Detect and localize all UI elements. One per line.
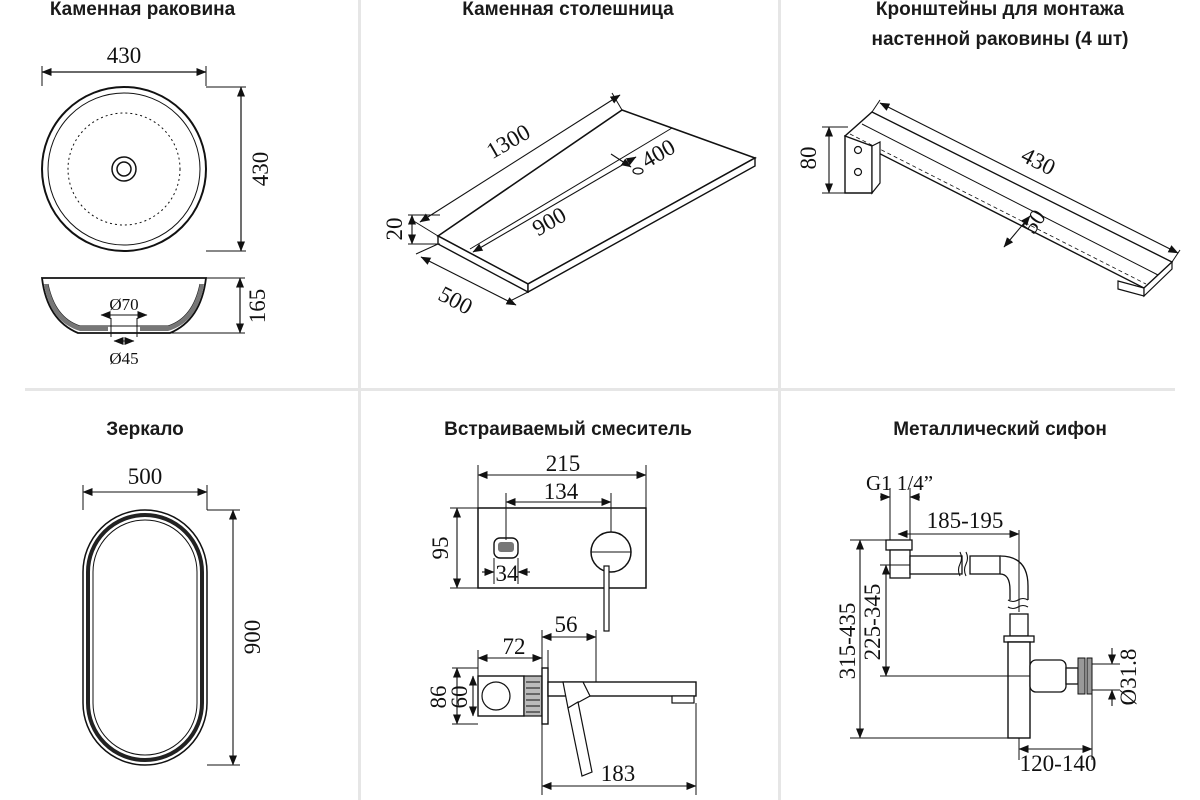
mixer-title: Встраиваемый смеситель	[444, 419, 692, 440]
mirror-dimensions	[82, 485, 240, 766]
mixer-spout-offset-label: 56	[555, 612, 578, 637]
countertop-depth-label: 500	[434, 281, 476, 319]
sink-title: Каменная раковина	[49, 0, 236, 20]
sink-top-view	[41, 86, 207, 252]
mirror-title: Зеркало	[106, 419, 184, 440]
mixer-spout-length-label: 183	[601, 761, 636, 786]
sink-width-label: 430	[107, 43, 142, 68]
sink-outlet-inner-label: Ø45	[109, 349, 138, 368]
vertical-divider-right	[778, 0, 781, 800]
siphon-reach-label: 185-195	[927, 508, 1004, 533]
mixer-front-dimensions	[450, 465, 647, 589]
siphon-break-marks	[957, 551, 1029, 610]
mixer-knob-label: 34	[496, 561, 520, 586]
mixer-body-label: 72	[503, 634, 526, 659]
mirror-height-label: 900	[240, 620, 265, 655]
mixer-plate-height-label: 95	[428, 537, 453, 560]
mixer-plate-width-label: 215	[546, 451, 581, 476]
sink-outlet-outer-label: Ø70	[109, 295, 138, 314]
siphon-height-total-label: 315-435	[835, 603, 860, 680]
sink-height-label: 165	[245, 289, 270, 324]
bracket-height-label: 80	[796, 147, 821, 170]
mixer-body-inner-label: 60	[447, 686, 472, 709]
countertop-dimensions	[408, 92, 637, 306]
brackets-title-line1: Кронштейны для монтажа	[875, 0, 1125, 20]
mixer-side-view	[477, 667, 697, 777]
mixer-spacing-label: 134	[544, 479, 579, 504]
siphon-drawing	[885, 539, 1093, 739]
siphon-depth-label: 120-140	[1020, 751, 1097, 776]
vertical-divider-left	[358, 0, 361, 800]
countertop-title: Каменная столешница	[462, 0, 674, 20]
mirror-width-label: 500	[128, 464, 163, 489]
bracket-dimensions	[822, 99, 1181, 263]
brackets-title-line2: настенной раковины (4 шт)	[871, 29, 1129, 50]
countertop-drawing	[436, 109, 757, 294]
sink-dimension-depth: 430	[206, 86, 273, 252]
horizontal-divider	[25, 388, 1175, 391]
sink-side-view: Ø70 Ø45 165	[40, 277, 270, 368]
mixer-side-dimensions	[452, 630, 697, 795]
siphon-pipe-label: Ø31.8	[1116, 649, 1141, 706]
siphon-height-inner-label: 225-345	[860, 584, 885, 661]
siphon-title: Металлический сифон	[893, 419, 1107, 440]
mirror-drawing	[82, 509, 208, 766]
bracket-length-label: 430	[1017, 142, 1059, 180]
bracket-drawing	[843, 111, 1174, 298]
countertop-length-label: 1300	[482, 119, 534, 164]
siphon-thread-label: G1 1/4”	[866, 471, 933, 495]
countertop-thickness-label: 20	[382, 218, 407, 241]
siphon-dimensions	[850, 488, 1120, 760]
sink-depth-label: 430	[248, 152, 273, 187]
sink-dimension-width: 430	[41, 43, 207, 86]
mixer-body-height-label: 86	[426, 686, 451, 709]
